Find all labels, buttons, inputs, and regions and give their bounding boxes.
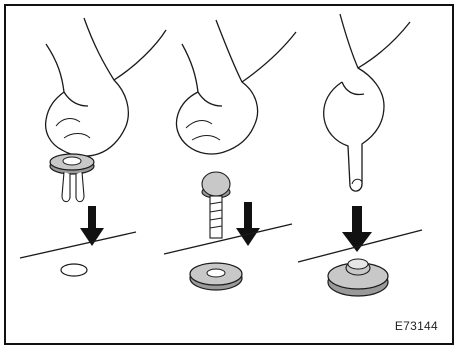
hand-3-icon (324, 14, 410, 191)
hand-1-icon (46, 18, 166, 156)
pin-icon (202, 172, 230, 238)
panel-line-2 (164, 224, 292, 254)
clip-2-icon (190, 263, 242, 290)
step-2-pin-insert (164, 20, 296, 290)
arrow-2-icon (236, 202, 260, 246)
arrow-3-icon (342, 206, 372, 252)
panel-line-1 (20, 232, 136, 258)
step-1-clip-insert (20, 18, 166, 276)
figure-code: E73144 (395, 319, 438, 333)
clip-1-icon (50, 154, 94, 202)
clip-3-icon (328, 259, 388, 296)
hand-2-icon (176, 20, 296, 154)
diagram-frame: E73144 (4, 4, 454, 345)
panel-hole-1 (61, 264, 87, 276)
step-3-pin-push (298, 14, 422, 296)
clip-installation-illustration (6, 6, 456, 347)
